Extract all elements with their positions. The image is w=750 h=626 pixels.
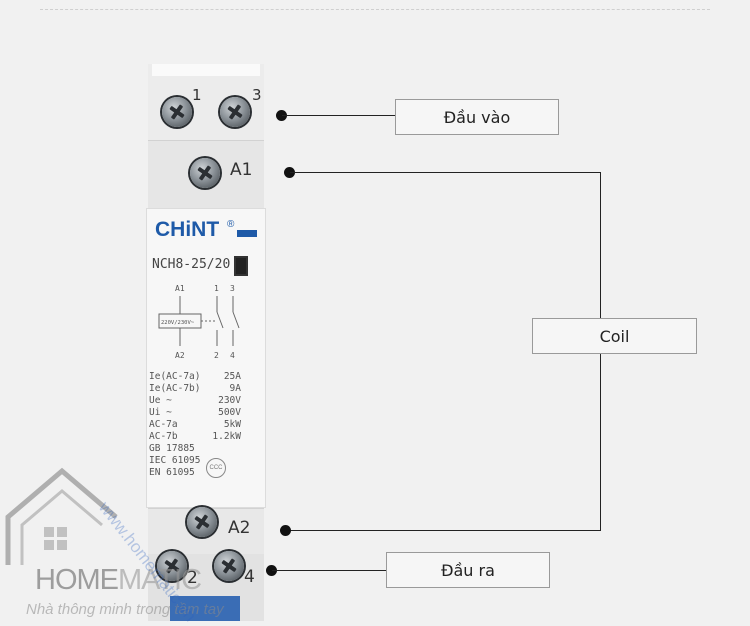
- terminal-a2-screw-icon: [187, 507, 217, 537]
- terminal-2-screw-icon: [157, 551, 187, 581]
- watermark-tagline: Nhà thông minh trong tầm tay: [26, 601, 224, 618]
- schem-n1: 1: [214, 284, 219, 293]
- coil-a2-dot: [280, 525, 291, 536]
- terminal-1-label: 1: [192, 86, 202, 104]
- spec-row: Ui ~ 500V: [149, 407, 241, 419]
- input-label: Đầu vào: [395, 99, 559, 135]
- spec-key: IEC 61095: [149, 455, 201, 466]
- input-connector-dot: [276, 110, 287, 121]
- spec-value: 5kW: [223, 419, 241, 430]
- input-leader-line: [282, 115, 396, 116]
- spec-value: 500V: [218, 407, 241, 418]
- schem-a2: A2: [175, 351, 185, 360]
- spec-key: Ue ~: [149, 395, 172, 406]
- terminal-3-label: 3: [252, 86, 262, 104]
- top-divider: [40, 9, 710, 10]
- spec-key: Ie(AC-7a): [149, 371, 201, 382]
- spec-key: AC-7a: [149, 419, 178, 430]
- registered-mark: ®: [227, 219, 235, 230]
- output-leader-line: [272, 570, 386, 571]
- terminal-a2-label: A2: [228, 518, 251, 538]
- terminal-3-screw-icon: [220, 97, 250, 127]
- homematic-house-logo-icon: [5, 467, 118, 565]
- schem-coil-voltage: 220V/230V~: [161, 320, 195, 326]
- terminal-a1-screw-icon: [190, 158, 220, 188]
- schem-a1: A1: [175, 284, 185, 293]
- spec-value: 1.2kW: [212, 431, 241, 442]
- schem-n4: 4: [230, 351, 235, 360]
- wiring-schematic: A1 A2 1 3 2 4 220V/230V~: [158, 284, 240, 360]
- terminal-4-label: 4: [244, 567, 255, 587]
- brand-logo: CHiNT: [155, 218, 220, 241]
- schem-n2: 2: [214, 351, 219, 360]
- output-connector-dot: [266, 565, 277, 576]
- coil-bottom-line: [290, 530, 601, 531]
- spec-key: EN 61095: [149, 467, 195, 478]
- schem-n3: 3: [230, 284, 235, 293]
- watermark-logo-right: MATIC: [118, 564, 202, 596]
- ccc-mark-icon: CCC: [206, 458, 226, 478]
- terminal-2-label: 2: [187, 568, 198, 588]
- spec-row: Ie(AC-7b) 9A: [149, 383, 241, 395]
- spec-value: 230V: [218, 395, 241, 406]
- spec-row: AC-7a 5kW: [149, 419, 241, 431]
- terminal-1-screw-icon: [162, 97, 192, 127]
- watermark-logo-text: HOMEMATIC: [35, 564, 202, 597]
- spec-row: AC-7b 1.2kW: [149, 431, 241, 443]
- watermark-logo-left: HOME: [35, 564, 119, 596]
- spec-value: 9A: [229, 383, 241, 394]
- top-cap: [152, 64, 260, 76]
- spec-key: Ie(AC-7b): [149, 383, 201, 394]
- status-indicator-window: [234, 256, 248, 276]
- spec-value: 25A: [223, 371, 241, 382]
- spec-row: IEC 61095: [149, 455, 241, 467]
- output-label: Đầu ra: [386, 552, 550, 588]
- coil-a1-dot: [284, 167, 295, 178]
- din-clip: [170, 596, 240, 621]
- terminal-a1-label: A1: [230, 160, 253, 180]
- spec-row: Ue ~ 230V: [149, 395, 241, 407]
- coil-top-line: [290, 172, 601, 173]
- model-number: NCH8-25/20: [152, 257, 231, 272]
- spec-key: GB 17885: [149, 443, 195, 454]
- spec-key: Ui ~: [149, 407, 172, 418]
- spec-row: Ie(AC-7a) 25A: [149, 371, 241, 383]
- coil-label: Coil: [532, 318, 697, 354]
- spec-row: GB 17885: [149, 443, 241, 455]
- terminal-4-screw-icon: [214, 551, 244, 581]
- spec-key: AC-7b: [149, 431, 178, 442]
- brand-bar-icon: [237, 230, 257, 237]
- spec-row: EN 61095: [149, 467, 241, 479]
